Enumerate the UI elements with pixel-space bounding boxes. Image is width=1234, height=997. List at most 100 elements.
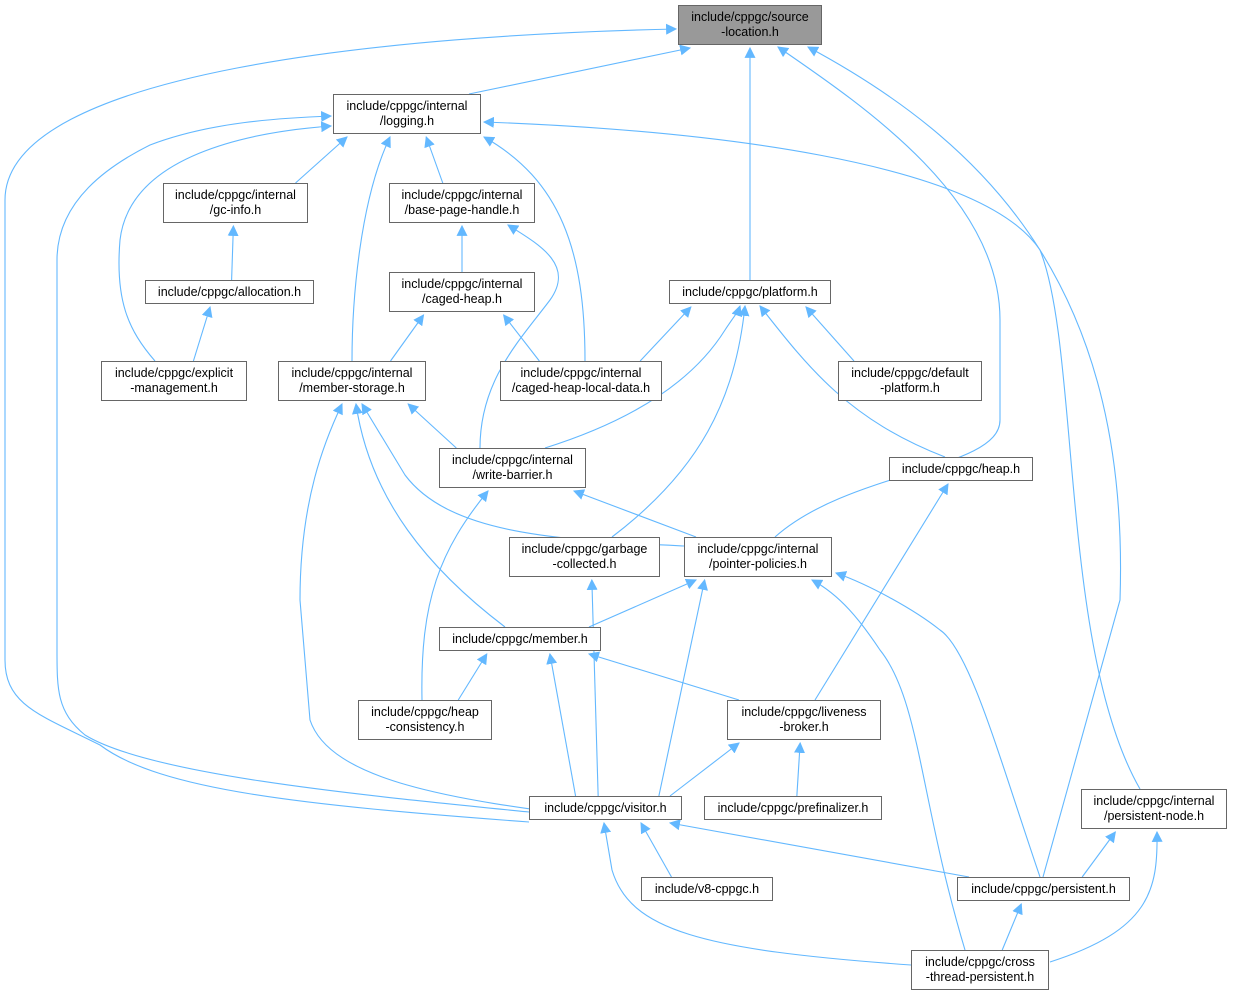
edge-caged-heap-local-data-to-platform bbox=[639, 306, 692, 362]
node-label-line2: -location.h bbox=[721, 25, 779, 39]
node-liveness-broker[interactable]: include/cppgc/liveness-broker.h bbox=[727, 700, 881, 740]
node-label-line1: include/cppgc/garbage bbox=[521, 542, 648, 556]
node-label-line1: include/cppgc/internal bbox=[520, 366, 642, 380]
node-label-line1: include/cppgc/internal bbox=[346, 99, 468, 113]
node-caged-heap[interactable]: include/cppgc/internal/caged-heap.h bbox=[389, 272, 535, 312]
node-v8-cppgc[interactable]: include/v8-cppgc.h bbox=[641, 877, 773, 901]
edge-visitor-to-garbage-collected bbox=[586, 578, 599, 797]
node-write-barrier[interactable]: include/cppgc/internal/write-barrier.h bbox=[439, 448, 586, 488]
node-source-location[interactable]: include/cppgc/source-location.h bbox=[678, 5, 822, 45]
node-prefinalizer[interactable]: include/cppgc/prefinalizer.h bbox=[704, 796, 882, 820]
node-label-line1: include/cppgc/internal bbox=[401, 188, 523, 202]
node-platform[interactable]: include/cppgc/platform.h bbox=[669, 280, 831, 304]
node-label-line2: -thread-persistent.h bbox=[925, 970, 1035, 984]
node-member-storage[interactable]: include/cppgc/internal/member-storage.h bbox=[278, 361, 426, 401]
node-label-line1: include/cppgc/liveness bbox=[741, 705, 867, 719]
node-label-line2: /pointer-policies.h bbox=[709, 557, 807, 571]
node-persistent-node[interactable]: include/cppgc/internal/persistent-node.h bbox=[1081, 789, 1227, 829]
edge-persistent-to-visitor bbox=[668, 819, 970, 878]
edge-member-storage-to-caged-heap bbox=[390, 314, 425, 362]
edge-cross-thread-persistent-to-visitor bbox=[600, 821, 912, 966]
node-label-line2: /logging.h bbox=[379, 114, 435, 128]
node-cross-thread-persistent[interactable]: include/cppgc/cross-thread-persistent.h bbox=[911, 950, 1049, 990]
node-heap[interactable]: include/cppgc/heap.h bbox=[889, 457, 1033, 481]
node-visitor[interactable]: include/cppgc/visitor.h bbox=[529, 796, 682, 820]
node-gc-info[interactable]: include/cppgc/internal/gc-info.h bbox=[163, 183, 308, 223]
edge-member-storage-to-logging bbox=[351, 136, 391, 362]
edge-persistent-node-to-logging bbox=[482, 116, 1141, 790]
edge-pointer-policies-to-write-barrier bbox=[572, 489, 697, 538]
edge-logging-to-source-location bbox=[468, 44, 692, 95]
node-label-line2: /persistent-node.h bbox=[1103, 809, 1205, 823]
edge-default-platform-to-platform bbox=[805, 306, 855, 362]
node-caged-heap-local-data[interactable]: include/cppgc/internal/caged-heap-local-… bbox=[500, 361, 662, 401]
node-label-line2: /base-page-handle.h bbox=[404, 203, 520, 217]
edge-base-page-handle-to-logging bbox=[424, 135, 444, 184]
node-base-page-handle[interactable]: include/cppgc/internal/base-page-handle.… bbox=[389, 183, 535, 223]
node-garbage-collected[interactable]: include/cppgc/garbage-collected.h bbox=[509, 537, 660, 577]
node-label-line1: include/cppgc/heap.h bbox=[901, 461, 1021, 476]
edge-explicit-management-to-allocation bbox=[192, 305, 213, 362]
node-persistent[interactable]: include/cppgc/persistent.h bbox=[957, 877, 1130, 901]
node-label-line1: include/cppgc/explicit bbox=[114, 366, 234, 380]
edge-member-to-member-storage bbox=[351, 402, 506, 628]
edge-liveness-broker-to-heap bbox=[814, 483, 949, 701]
node-label-line1: include/cppgc/internal bbox=[175, 188, 296, 202]
node-label-line1: include/cppgc/heap bbox=[371, 705, 479, 719]
node-label-line1: include/cppgc/internal bbox=[1093, 794, 1215, 808]
edge-visitor-to-member bbox=[546, 652, 577, 797]
edge-member-to-pointer-policies bbox=[588, 578, 698, 628]
node-label-line2: -consistency.h bbox=[385, 720, 465, 734]
edge-persistent-to-source-location bbox=[807, 46, 1122, 878]
edge-persistent-to-persistent-node bbox=[1081, 831, 1116, 878]
edge-write-barrier-to-member-storage bbox=[407, 403, 457, 449]
node-label-line1: include/cppgc/allocation.h bbox=[157, 284, 302, 299]
node-label-line1: include/v8-cppgc.h bbox=[654, 881, 760, 896]
node-label-line1: include/cppgc/internal bbox=[291, 366, 413, 380]
node-explicit-management[interactable]: include/cppgc/explicit-management.h bbox=[101, 361, 247, 401]
node-member[interactable]: include/cppgc/member.h bbox=[439, 627, 601, 651]
edge-pointer-policies-to-source-location bbox=[774, 46, 1001, 538]
node-label-line1: include/cppgc/internal bbox=[401, 277, 523, 291]
edge-explicit-management-to-logging bbox=[118, 121, 333, 362]
node-label-line1: include/cppgc/member.h bbox=[452, 631, 588, 646]
edge-visitor-to-member-storage bbox=[299, 403, 601, 819]
node-label-line1: include/cppgc/persistent.h bbox=[971, 881, 1116, 896]
node-logging[interactable]: include/cppgc/internal/logging.h bbox=[333, 94, 481, 134]
edge-allocation-to-gc-info bbox=[227, 224, 239, 281]
edge-heap-consistency-to-write-barrier bbox=[421, 490, 489, 701]
node-label-line2: /member-storage.h bbox=[299, 381, 405, 395]
edge-v8-cppgc-to-visitor bbox=[640, 822, 672, 878]
node-label-line2: -broker.h bbox=[779, 720, 829, 734]
node-label-line1: include/cppgc/internal bbox=[697, 542, 819, 556]
node-label-line2: -management.h bbox=[130, 381, 218, 395]
edge-heap-consistency-to-member bbox=[457, 653, 488, 701]
edge-cross-thread-persistent-to-persistent-node bbox=[1049, 830, 1163, 963]
edge-heap-to-platform bbox=[759, 305, 946, 458]
node-label-line1: include/cppgc/cross bbox=[925, 955, 1035, 969]
edge-cross-thread-persistent-to-pointer-policies bbox=[811, 579, 966, 951]
node-label-line2: /caged-heap-local-data.h bbox=[511, 381, 651, 395]
node-allocation[interactable]: include/cppgc/allocation.h bbox=[145, 280, 314, 304]
edge-persistent-to-pointer-policies bbox=[834, 571, 1041, 878]
edge-caged-heap-local-data-to-logging bbox=[483, 136, 586, 362]
edge-visitor-to-logging bbox=[56, 110, 530, 813]
edge-write-barrier-to-base-page-handle bbox=[479, 224, 560, 449]
edge-visitor-to-liveness-broker bbox=[669, 742, 740, 797]
edge-caged-heap-local-data-to-caged-heap bbox=[502, 314, 540, 362]
edge-gc-info-to-logging bbox=[295, 136, 348, 184]
node-label-line1: include/cppgc/default bbox=[851, 366, 969, 380]
node-label-line1: include/cppgc/platform.h bbox=[682, 284, 818, 299]
node-label-line1: include/cppgc/source bbox=[691, 10, 809, 24]
node-heap-consistency[interactable]: include/cppgc/heap-consistency.h bbox=[358, 700, 492, 740]
edge-cross-thread-persistent-to-persistent bbox=[1001, 902, 1023, 951]
node-label-line1: include/cppgc/prefinalizer.h bbox=[717, 800, 869, 815]
node-pointer-policies[interactable]: include/cppgc/internal/pointer-policies.… bbox=[684, 537, 832, 577]
node-label-line2: /write-barrier.h bbox=[472, 468, 553, 482]
edge-garbage-collected-to-platform bbox=[611, 304, 750, 538]
edge-liveness-broker-to-member bbox=[587, 651, 740, 701]
node-label-line2: -platform.h bbox=[880, 381, 940, 395]
node-default-platform[interactable]: include/cppgc/default-platform.h bbox=[838, 361, 982, 401]
